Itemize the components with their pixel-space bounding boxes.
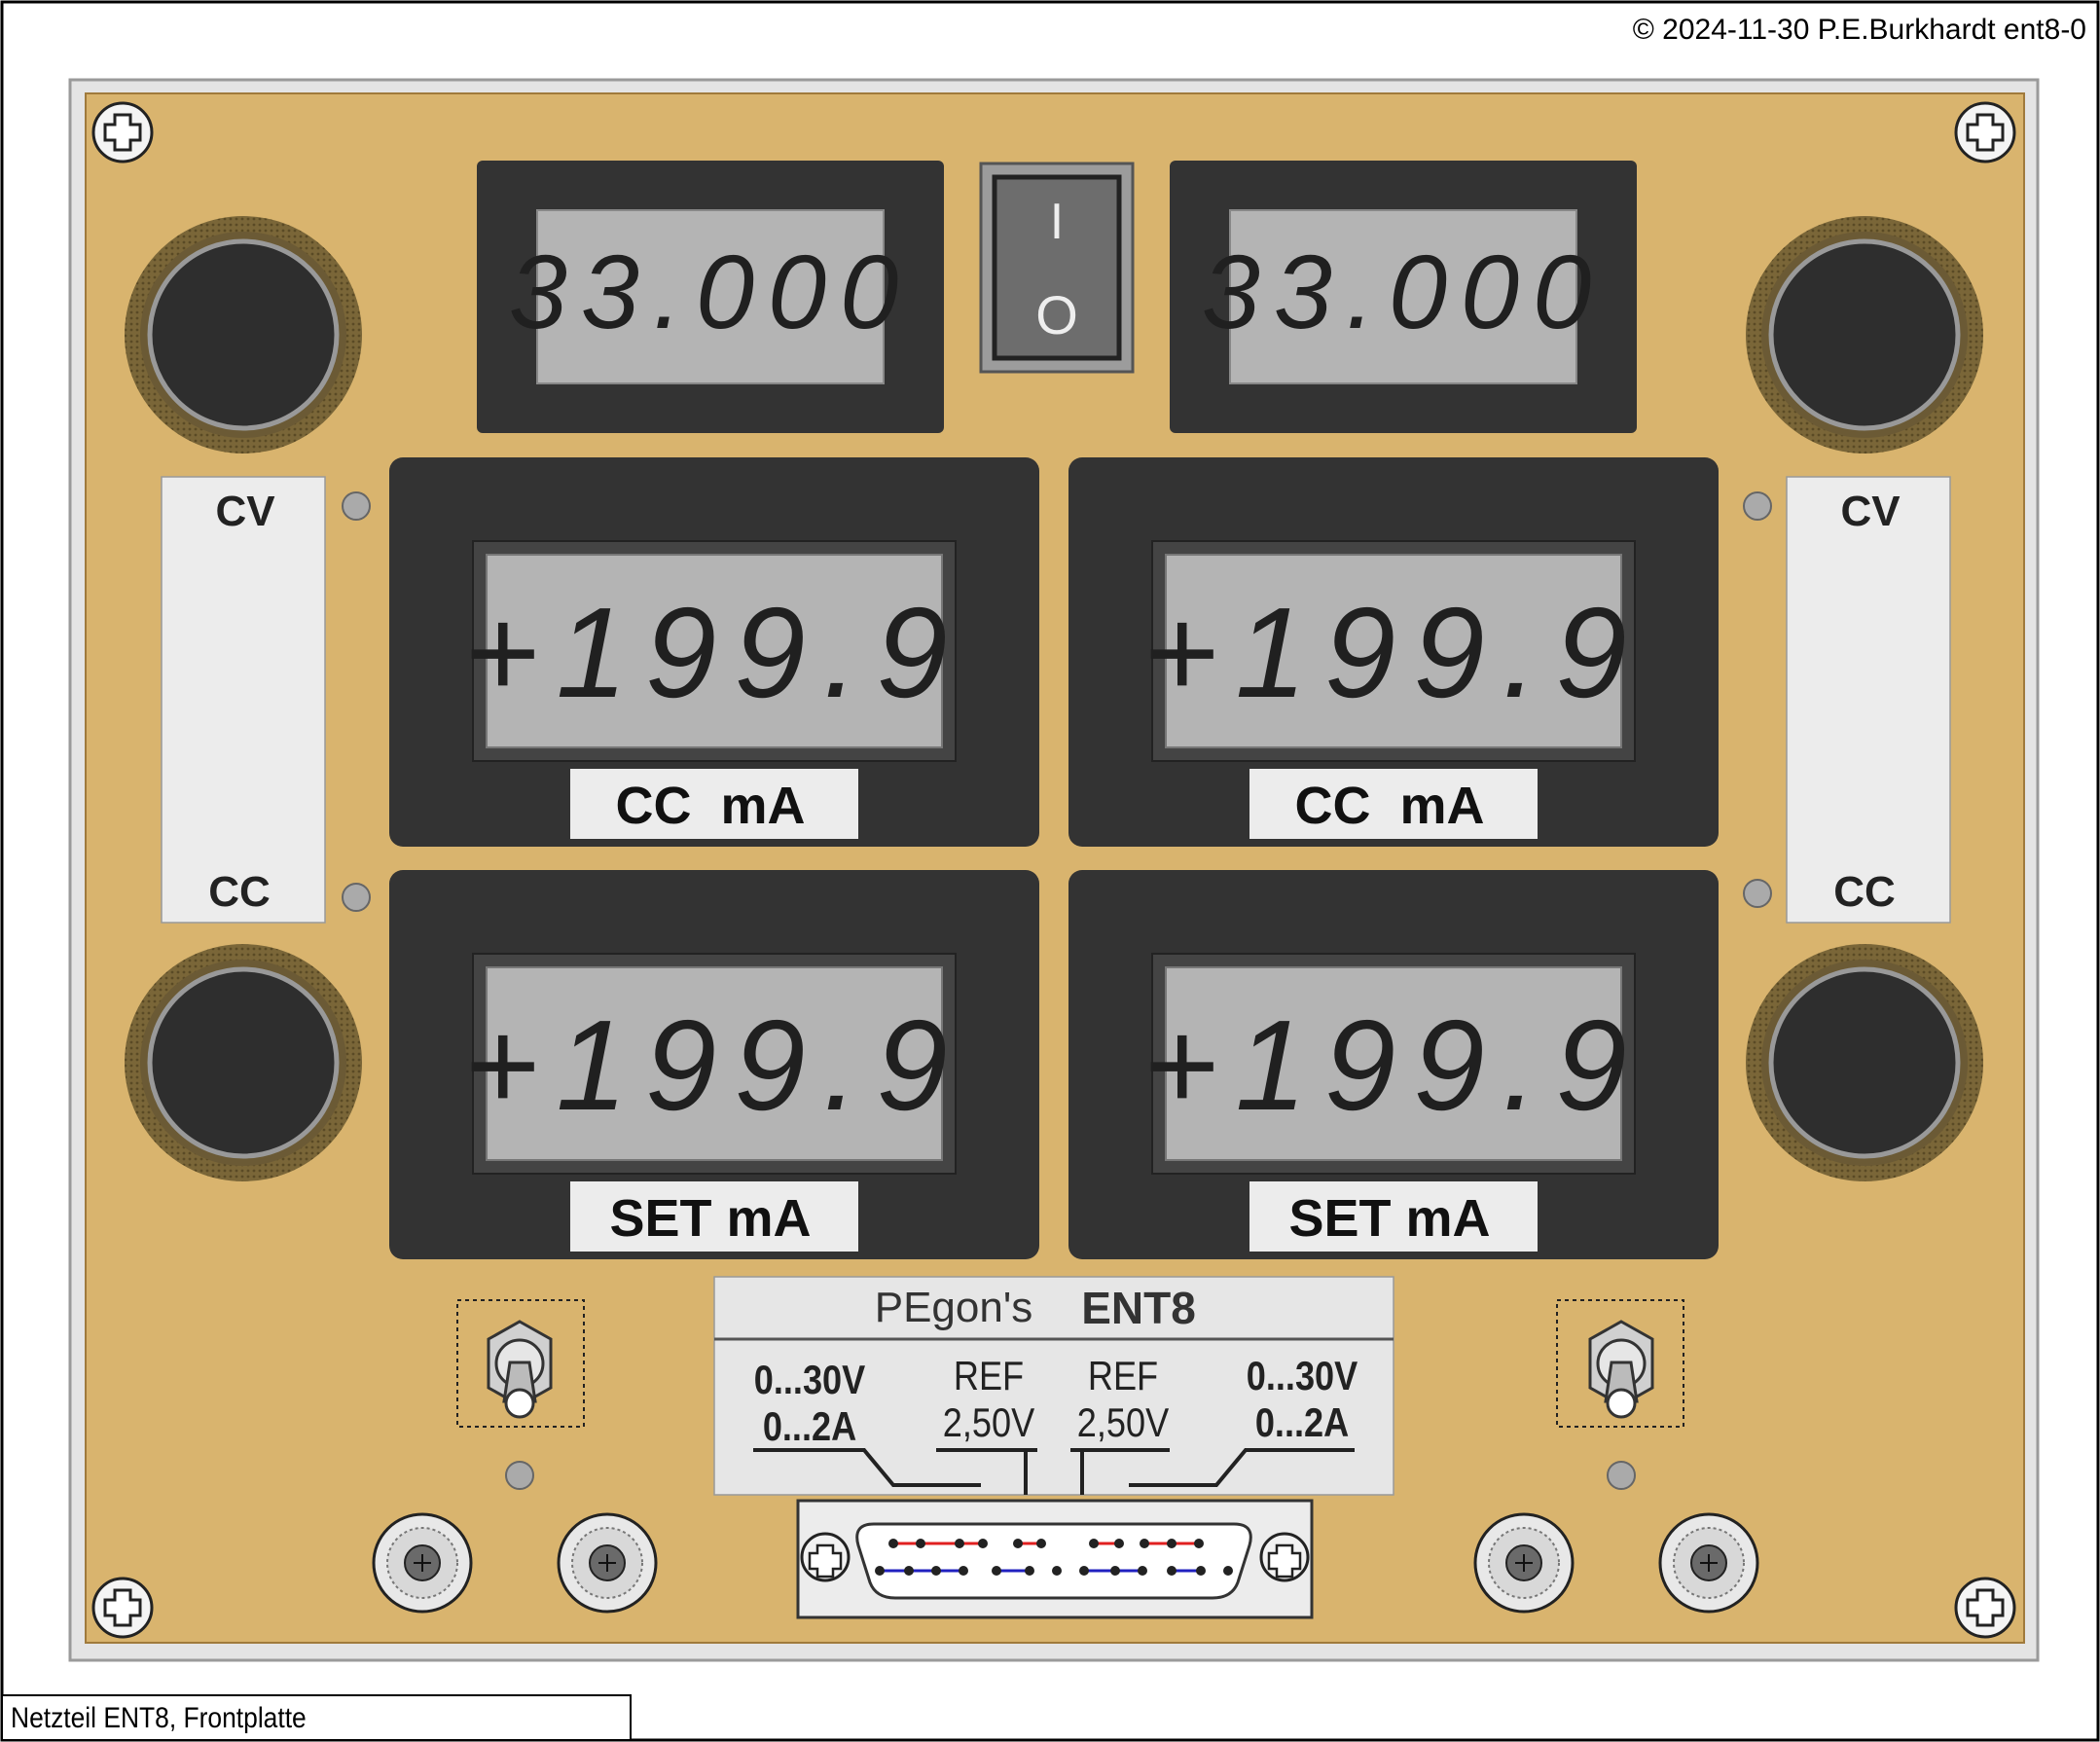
left-ref-value: 2,50V xyxy=(943,1401,1034,1446)
right-ref-value: 2,50V xyxy=(1077,1401,1169,1446)
meter-set-left-reading: +199.9 xyxy=(463,994,964,1137)
left-output-current: 0...2A xyxy=(763,1405,856,1450)
caption-box: Netzteil ENT8, Frontplatte xyxy=(3,1694,632,1739)
power-switch-off-symbol: O xyxy=(1035,284,1078,345)
left-output-voltage: 0...30V xyxy=(754,1359,865,1403)
meter-set-right-label: SET mA xyxy=(1288,1189,1490,1248)
nameplate-brand: PEgon's xyxy=(875,1284,1033,1331)
nameplate: PEgon's ENT8 0...30V 0...2A REF 2,50V RE… xyxy=(713,1276,1394,1496)
right-output-voltage: 0...30V xyxy=(1247,1355,1358,1399)
corner-screw-top-right xyxy=(1954,101,2016,163)
leader-left-output xyxy=(753,1448,981,1487)
voltage-display-left-reading: 33.000 xyxy=(509,233,912,350)
caption: Netzteil ENT8, Frontplatte xyxy=(11,1702,307,1734)
knob-current-right[interactable] xyxy=(1746,944,1983,1181)
meter-cc-right-reading: +199.9 xyxy=(1142,581,1644,724)
indicator-right-cc-label: CC xyxy=(1833,868,1896,916)
binding-post-left-2[interactable] xyxy=(557,1512,658,1614)
corner-screw-top-left xyxy=(91,101,154,163)
led-right-bottom xyxy=(1607,1461,1636,1490)
knob-current-left[interactable] xyxy=(125,944,362,1181)
dsub-connector[interactable] xyxy=(796,1499,1314,1619)
toggle-switch-right[interactable] xyxy=(1556,1299,1684,1428)
voltage-display-right-lcd xyxy=(1229,209,1577,384)
binding-post-left-1[interactable] xyxy=(372,1512,473,1614)
indicator-left-cc-label: CC xyxy=(208,868,271,916)
copyright-note: © 2024-11-30 P.E.Burkhardt ent8-0 xyxy=(1632,14,2086,46)
indicator-strip-right xyxy=(1786,476,1951,924)
meter-cc-right-label: CC mA xyxy=(1294,777,1484,835)
nameplate-model: ENT8 xyxy=(1081,1283,1196,1333)
led-right-cc xyxy=(1743,879,1772,908)
binding-post-right-1[interactable] xyxy=(1473,1512,1575,1614)
led-right-cv xyxy=(1743,491,1772,521)
corner-screw-bottom-right xyxy=(1954,1577,2016,1639)
meter-cc-left-reading: +199.9 xyxy=(463,581,964,724)
meter-set-left-label: SET mA xyxy=(609,1189,811,1248)
meter-cc-left: +199.9 CC mA xyxy=(389,457,1039,847)
left-ref-label: REF xyxy=(954,1355,1024,1399)
meter-cc-right: +199.9 CC mA xyxy=(1068,457,1719,847)
led-left-bottom xyxy=(505,1461,534,1490)
binding-post-right-2[interactable] xyxy=(1658,1512,1759,1614)
voltage-display-left-lcd xyxy=(536,209,885,384)
dsub-screw-right xyxy=(1259,1532,1310,1582)
meter-set-right-reading: +199.9 xyxy=(1142,994,1644,1137)
led-left-cv xyxy=(342,491,371,521)
meter-set-right: +199.9 SET mA xyxy=(1068,870,1719,1259)
meter-set-left: +199.9 SET mA xyxy=(389,870,1039,1259)
indicator-left-cv-label: CV xyxy=(215,488,275,535)
voltage-display-right-reading: 33.000 xyxy=(1202,233,1605,350)
right-ref-label: REF xyxy=(1088,1355,1158,1399)
right-output-current: 0...2A xyxy=(1255,1401,1349,1446)
dsub-screw-left xyxy=(800,1532,851,1582)
power-switch-on-symbol: I xyxy=(1050,194,1064,250)
knob-voltage-left[interactable] xyxy=(125,216,362,454)
indicator-right-cv-label: CV xyxy=(1840,488,1901,535)
led-left-cc xyxy=(342,883,371,912)
meter-cc-left-label: CC mA xyxy=(615,777,805,835)
toggle-switch-left[interactable] xyxy=(456,1299,585,1428)
leader-right-output xyxy=(1129,1448,1355,1487)
power-switch[interactable]: I O xyxy=(979,162,1135,374)
knob-voltage-right[interactable] xyxy=(1746,216,1983,454)
indicator-strip-left xyxy=(161,476,326,924)
corner-screw-bottom-left xyxy=(91,1577,154,1639)
